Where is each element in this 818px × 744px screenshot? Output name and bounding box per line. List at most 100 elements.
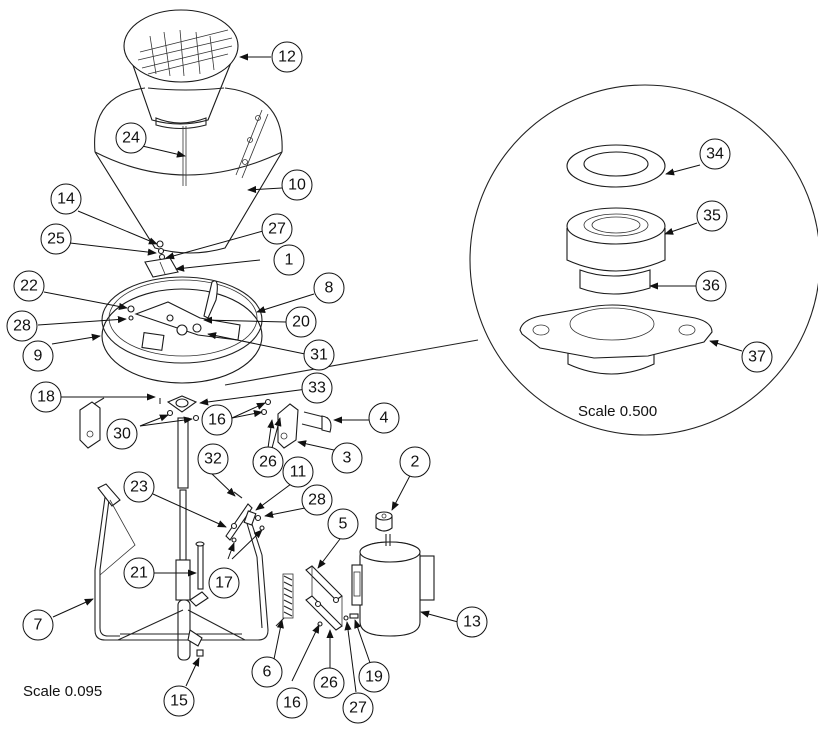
part-36-sleeve	[579, 269, 651, 295]
callout-31[interactable]: 31	[303, 339, 335, 371]
part-shaft	[175, 417, 191, 661]
callout-label: 25	[47, 231, 65, 248]
callout-9[interactable]: 9	[22, 340, 54, 372]
leader-lines	[37, 53, 743, 693]
part-33-flange	[159, 395, 200, 422]
part-10-cone	[94, 87, 283, 254]
callout-label: 31	[310, 347, 328, 364]
callout-35[interactable]: 35	[696, 200, 728, 232]
callout-20[interactable]: 20	[285, 306, 317, 338]
callout-11[interactable]: 11	[282, 456, 314, 488]
callout-label: 24	[122, 130, 140, 147]
callout-label: 28	[308, 492, 326, 509]
callout-27[interactable]: 27	[342, 692, 374, 724]
part-34-washer	[566, 144, 666, 188]
callout-23[interactable]: 23	[123, 471, 155, 503]
callout-28[interactable]: 28	[6, 310, 38, 342]
callout-label: 35	[703, 208, 721, 225]
part-4-pins	[301, 411, 332, 433]
callout-27[interactable]: 27	[261, 213, 293, 245]
callout-bubbles: 12 24 10 14 25 27 1 22 8 28 20 9 31 18 3…	[6, 41, 773, 724]
callout-26[interactable]: 26	[252, 446, 284, 478]
callout-label: 32	[204, 451, 222, 468]
callout-16[interactable]: 16	[276, 687, 308, 719]
callout-label: 12	[278, 49, 296, 66]
callout-label: 16	[208, 412, 226, 429]
callout-label: 33	[308, 380, 326, 397]
callout-4[interactable]: 4	[368, 402, 400, 434]
callout-label: 21	[130, 565, 148, 582]
callout-label: 15	[170, 693, 188, 710]
part-35-bearing	[566, 207, 666, 272]
callout-label: 7	[34, 617, 43, 634]
callout-36[interactable]: 36	[695, 270, 727, 302]
callout-label: 13	[463, 614, 481, 631]
callout-26[interactable]: 26	[313, 667, 345, 699]
callout-label: 3	[343, 450, 352, 467]
callout-16[interactable]: 16	[201, 404, 233, 436]
part-13-motor	[351, 534, 435, 637]
callout-label: 17	[215, 575, 233, 592]
part-clamp-bracket	[79, 397, 105, 449]
callout-12[interactable]: 12	[271, 41, 303, 73]
callout-21[interactable]: 21	[123, 557, 155, 589]
part-21-pin	[195, 541, 205, 590]
part-6-spring	[275, 573, 294, 627]
callout-label: 10	[288, 177, 306, 194]
callout-34[interactable]: 34	[699, 138, 731, 170]
callout-label: 2	[411, 454, 420, 471]
callout-label: 22	[20, 278, 38, 295]
callout-18[interactable]: 18	[30, 381, 62, 413]
callout-label: 34	[706, 146, 724, 163]
part-12-screen-hopper	[123, 9, 239, 130]
callout-19[interactable]: 19	[358, 661, 390, 693]
part-37-flange-housing	[519, 304, 713, 375]
callout-label: 14	[57, 191, 75, 208]
callout-2[interactable]: 2	[399, 446, 431, 478]
callout-15[interactable]: 15	[163, 685, 195, 717]
callout-label: 30	[113, 426, 131, 443]
callout-32[interactable]: 32	[197, 443, 229, 475]
callout-label: 26	[259, 454, 277, 471]
callout-17[interactable]: 17	[208, 567, 240, 599]
callout-label: 37	[748, 349, 766, 366]
callout-28[interactable]: 28	[301, 484, 333, 516]
callout-label: 27	[268, 221, 286, 238]
callout-7[interactable]: 7	[22, 609, 54, 641]
callout-13[interactable]: 13	[456, 606, 488, 638]
callout-37[interactable]: 37	[741, 341, 773, 373]
callout-label: 9	[34, 348, 43, 365]
callout-label: 1	[285, 252, 294, 269]
callout-label: 11	[290, 464, 307, 481]
callout-label: 6	[263, 664, 272, 681]
callout-22[interactable]: 22	[13, 270, 45, 302]
callout-label: 8	[325, 280, 334, 297]
callout-33[interactable]: 33	[301, 372, 333, 404]
part-3-bracket	[260, 398, 299, 449]
part-1-plate	[144, 257, 179, 278]
callout-1[interactable]: 1	[273, 244, 305, 276]
callout-25[interactable]: 25	[40, 223, 72, 255]
callout-5[interactable]: 5	[327, 508, 359, 540]
detail-view	[224, 84, 818, 436]
callout-label: 5	[339, 516, 348, 533]
callout-3[interactable]: 3	[331, 442, 363, 474]
callout-label: 26	[320, 675, 338, 692]
hardware-19-27	[343, 613, 359, 621]
part-8-base-disc	[101, 276, 263, 384]
callout-30[interactable]: 30	[106, 418, 138, 450]
callout-label: 18	[37, 389, 55, 406]
detail-scale-label: Scale 0.500	[578, 403, 657, 420]
callout-6[interactable]: 6	[251, 656, 283, 688]
callout-label: 27	[349, 700, 367, 717]
callout-label: 20	[292, 314, 310, 331]
callout-24[interactable]: 24	[115, 122, 147, 154]
callout-8[interactable]: 8	[313, 272, 345, 304]
callout-14[interactable]: 14	[50, 183, 82, 215]
callout-label: 4	[380, 410, 389, 427]
callout-10[interactable]: 10	[281, 169, 313, 201]
callout-label: 16	[283, 695, 301, 712]
callout-label: 28	[13, 318, 31, 335]
